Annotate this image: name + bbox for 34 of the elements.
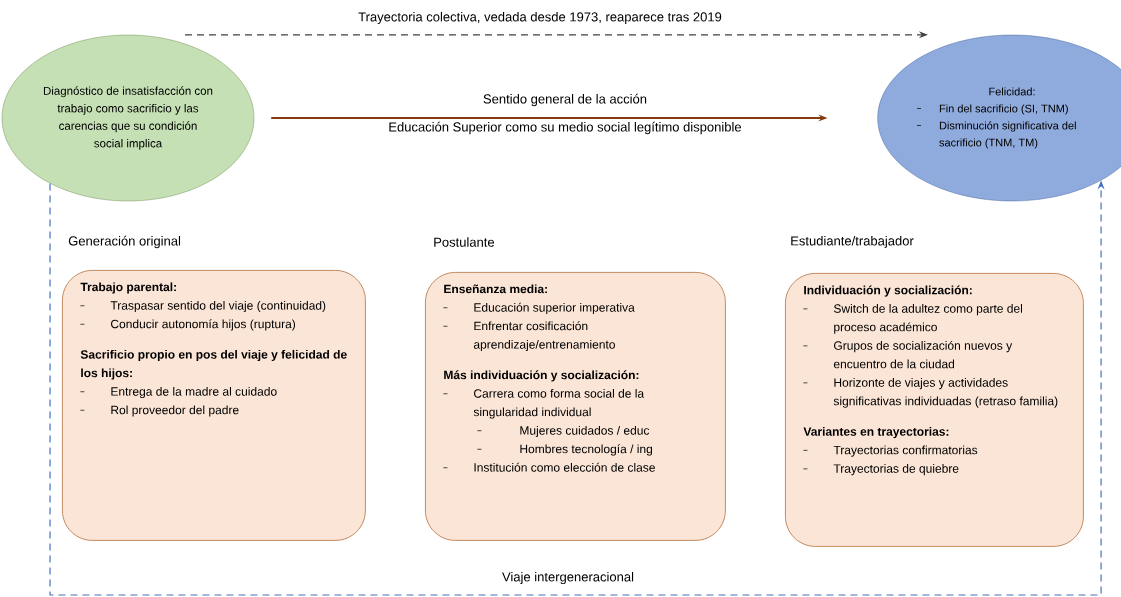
list-item: Educación superior imperativa	[443, 302, 635, 315]
list-item: Trayectorias confirmatorias	[803, 445, 978, 457]
list-item: Institución como elección de clase	[443, 462, 655, 472]
column-heading: Postulante	[434, 237, 495, 247]
list-item: Fin del sacrificio (SI, TNM)	[916, 104, 1068, 115]
list-item: Disminución significativa del sacrificio (TNM, TM)	[916, 121, 1076, 149]
list-item: Entrega de la madre al cuidado	[80, 386, 277, 399]
list-item: Carrera como forma social de la singularidad individual	[443, 388, 645, 419]
column-heading: Generación original	[68, 235, 181, 249]
list-item: Horizonte de viajes y actividades significativas individuadas (retraso familia)	[803, 378, 1058, 408]
list-heading: Enseñanza media:	[444, 284, 547, 294]
list-heading: Sacrificio propio en pos del viaje y felicidad de los hijos:	[80, 349, 347, 380]
list-item: Hombres tecnología / ing	[477, 444, 652, 456]
list-item: Grupos de socialización nuevos y encuentro de la ciudad	[803, 340, 1013, 369]
oval-node	[1, 34, 255, 202]
list-item: Switch de la adultez como parte del proceso académico	[803, 304, 1022, 334]
list-heading: Más individuación y socialización:	[444, 370, 639, 382]
list-item: Mujeres cuidados / educ	[477, 425, 650, 438]
ellipse-text: Diagnóstico de insatisfacción con trabajo como sacrificio y las carencias que su condición social implica	[43, 86, 213, 150]
list-heading: Individuación y socialización:	[804, 285, 972, 297]
oval-node	[877, 34, 1121, 202]
list-item: Conducir autonomía hijos (ruptura)	[80, 319, 296, 331]
edge-label: Trayectoria colectiva, vedada desde 1973, reaparece tras 2019	[356, 9, 724, 27]
arrow-caption: Educación Superior como su medio social legítimo disponible	[386, 119, 744, 137]
edge-label: Sentido general de la acción	[481, 91, 650, 109]
column-heading: Estudiante/trabajador	[791, 235, 914, 249]
list-item: Enfrentar cosificación aprendizaje/entrenamiento	[443, 321, 615, 352]
list-heading: Trabajo parental:	[80, 282, 176, 294]
list-heading: Variantes en trayectorias:	[803, 427, 949, 439]
list-item: Trayectorias de quiebre	[803, 464, 959, 476]
edge-label: Viaje intergeneracional	[500, 569, 636, 587]
list-item: Traspasar sentido del viaje (continuidad)	[80, 300, 326, 313]
ellipse-heading: Felicidad:	[989, 87, 1035, 96]
list-item: Rol proveedor del padre	[80, 405, 239, 417]
